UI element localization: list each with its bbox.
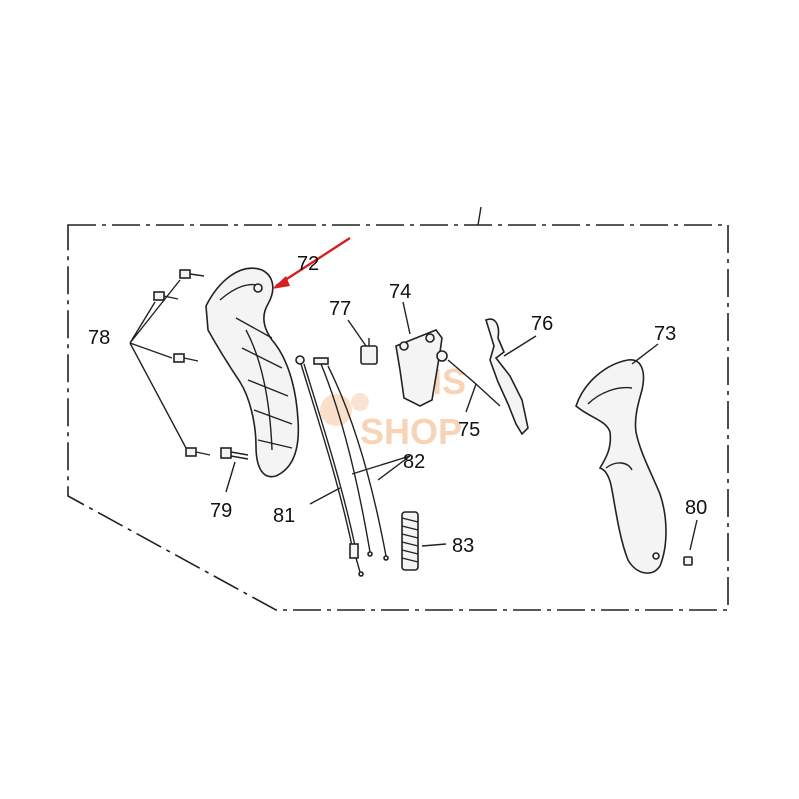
frame-leader [477, 206, 482, 226]
assembly-frame [67, 224, 729, 611]
screws-78 [153, 269, 211, 457]
label-78: 78 [88, 327, 110, 349]
lever-74 [395, 329, 443, 407]
label-77: 77 [329, 298, 351, 320]
handle-half-72 [205, 267, 300, 478]
label-76: 76 [531, 313, 553, 335]
leader-73 [631, 343, 659, 365]
screw-78-a [179, 269, 205, 279]
leader-78 [129, 279, 187, 449]
label-82: 82 [403, 451, 425, 473]
ring-75 [436, 350, 448, 362]
nut-80 [683, 556, 693, 566]
cables-82 [313, 357, 389, 561]
spring-83 [401, 511, 419, 571]
label-80: 80 [685, 497, 707, 519]
watermark-logo: MS SHOP [320, 361, 466, 452]
label-83: 83 [452, 535, 474, 557]
leader-82 [351, 455, 411, 481]
switch-77 [360, 338, 378, 365]
leader-76 [503, 335, 537, 357]
label-81: 81 [273, 505, 295, 527]
handle-cover-73 [575, 359, 667, 574]
throttle-cable-81 [295, 355, 364, 577]
bolt-79 [220, 447, 249, 460]
leader-75 [447, 359, 501, 413]
leader-80 [689, 519, 698, 551]
screw-78-c [173, 353, 199, 363]
highlight-arrow [275, 236, 351, 288]
leader-83 [421, 543, 447, 547]
label-75: 75 [458, 419, 480, 441]
label-72: 72 [297, 253, 319, 275]
watermark-line2: SHOP [360, 411, 462, 452]
label-74: 74 [389, 281, 411, 303]
label-73: 73 [654, 323, 676, 345]
screw-78-d [185, 447, 211, 457]
trigger-76 [485, 318, 529, 436]
leader-74 [402, 301, 411, 335]
highlight-arrow-head [272, 276, 290, 289]
screw-78-b [153, 291, 179, 301]
leader-77 [347, 319, 367, 347]
leader-81 [309, 487, 341, 505]
leader-79 [225, 461, 236, 493]
label-79: 79 [210, 500, 232, 522]
